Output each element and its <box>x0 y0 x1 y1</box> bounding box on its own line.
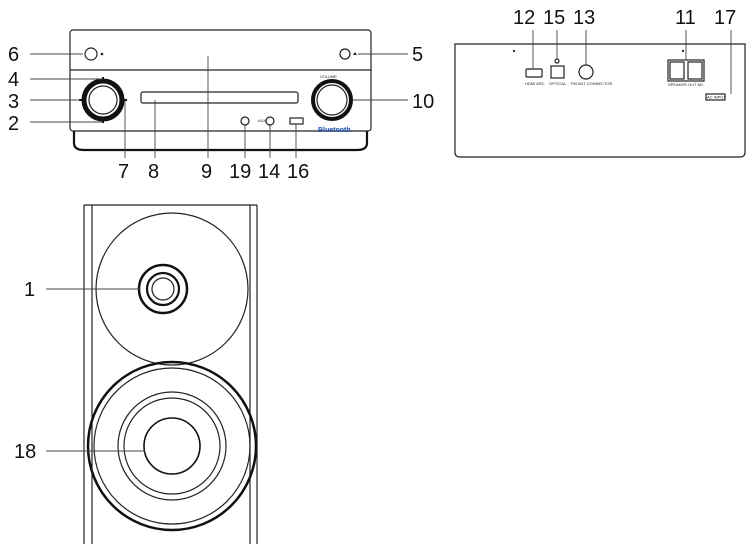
front-callout-numbers: 6 4 3 2 5 10 7 8 9 19 14 16 <box>8 44 434 183</box>
fm-antenna-connector-icon <box>578 64 594 80</box>
hdmi-label: HDMI ARC <box>525 81 545 86</box>
woofer-outer-ring-icon <box>86 360 258 532</box>
standby-led-icon <box>100 52 104 56</box>
standby-button-icon <box>84 47 98 61</box>
speaker-terminal-left-icon <box>669 61 685 80</box>
speaker-cabinet <box>83 204 258 544</box>
ac-label: AC INPUT <box>707 95 726 100</box>
woofer-second-ring-icon <box>93 367 251 525</box>
callout-4: 4 <box>8 69 19 91</box>
optical-label: OPTICAL <box>549 81 567 86</box>
speaker-terminal-right-icon <box>687 61 703 80</box>
callout-3: 3 <box>8 91 19 113</box>
fm-label: FM ANT CONNECTOR <box>571 81 613 86</box>
callout-7: 7 <box>118 161 129 183</box>
callout-2: 2 <box>8 113 19 135</box>
speaker-terminal-frame <box>667 59 705 82</box>
ac-input-icon <box>705 93 726 101</box>
aux-label: AUX <box>258 118 267 123</box>
aux-jack-icon <box>265 116 275 126</box>
headphone-jack-icon <box>240 116 250 126</box>
callout-13: 13 <box>573 7 595 29</box>
callout-14: 14 <box>258 161 280 183</box>
hdmi-port-icon <box>525 68 543 78</box>
callout-12: 12 <box>513 7 535 29</box>
callout-11: 11 <box>675 7 696 29</box>
eject-glyph-icon <box>353 52 357 55</box>
main-unit-base <box>72 131 369 152</box>
woofer-cone-inner-icon <box>123 397 221 495</box>
rear-screw-right <box>681 49 685 53</box>
callout-5: 5 <box>412 44 423 66</box>
optical-indicator-icon <box>554 58 560 64</box>
tweeter-inner-dome-icon <box>151 277 175 301</box>
control-knob-inner-icon <box>88 85 118 115</box>
callout-18: 18 <box>14 441 36 463</box>
main-unit-body <box>69 29 372 132</box>
callout-17: 17 <box>714 7 736 29</box>
volume-knob-inner-icon <box>316 84 348 116</box>
callout-15: 15 <box>543 7 565 29</box>
callout-9: 9 <box>201 161 212 183</box>
callout-10: 10 <box>412 91 434 113</box>
optical-port-icon <box>550 65 565 79</box>
volume-knob-outer-icon <box>311 79 353 121</box>
usb-port-icon <box>289 117 304 125</box>
rear-callout-numbers: 12 15 13 11 17 <box>513 7 736 29</box>
rear-panel: HDMI ARC OPTICAL FM ANT CONNECTOR SPEAKE… <box>454 43 746 158</box>
front-callout-lines <box>30 53 408 158</box>
callout-19: 19 <box>229 161 251 183</box>
speaker-label: SPEAKER OUT 8Ω <box>668 82 703 87</box>
rear-panel-outline <box>454 43 746 158</box>
speaker-callouts: 1 18 <box>14 279 145 463</box>
callout-8: 8 <box>148 161 159 183</box>
woofer-cone-icon <box>117 391 227 501</box>
rear-callout-lines <box>532 30 732 94</box>
tweeter-dome-icon <box>145 271 181 307</box>
control-knob-outer-icon <box>81 78 125 122</box>
callout-1: 1 <box>24 279 35 301</box>
volume-label: VOLUME <box>320 74 337 79</box>
disc-slot-icon <box>140 91 299 104</box>
front-main-unit: VOLUME AUX Bluetooth <box>69 29 372 152</box>
eject-button-icon <box>339 48 351 60</box>
woofer-dust-cap-icon <box>143 417 201 475</box>
callout-6: 6 <box>8 44 19 66</box>
rear-screw-left <box>512 49 516 53</box>
callout-16: 16 <box>287 161 309 183</box>
bluetooth-label: Bluetooth <box>318 127 351 134</box>
